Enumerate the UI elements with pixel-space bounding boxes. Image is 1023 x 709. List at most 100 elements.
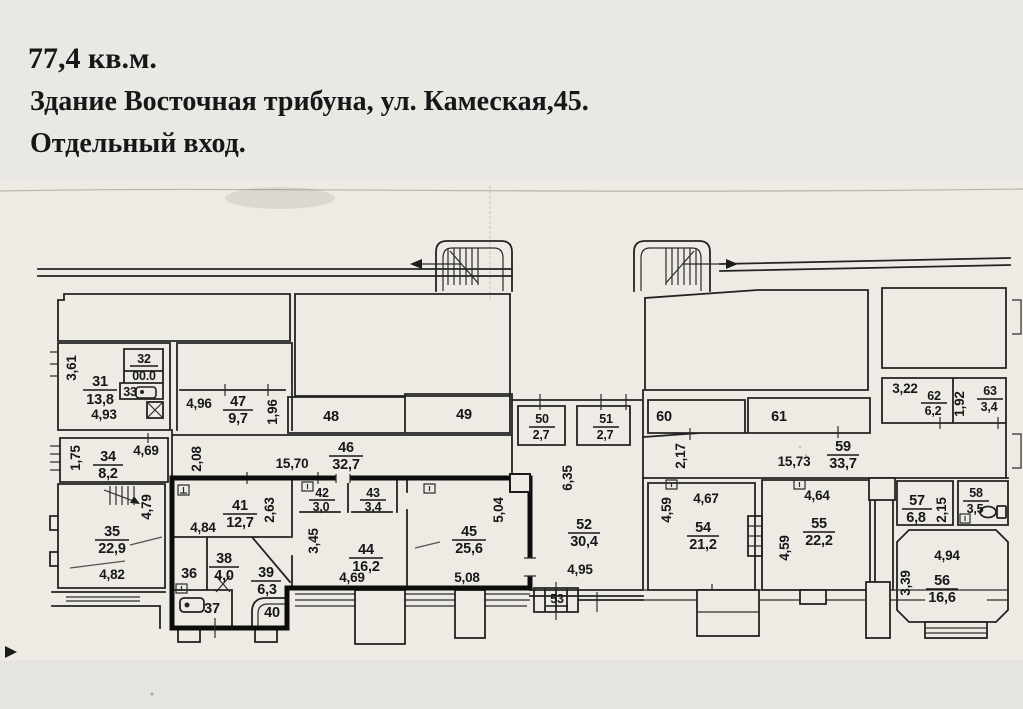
room-63-area: 3,4	[981, 400, 998, 414]
room-50-number: 50	[535, 412, 549, 426]
pilaster	[454, 589, 486, 639]
dim-46-height: 2,08	[189, 446, 204, 472]
room-38-number: 38	[216, 551, 232, 567]
room-46-area: 32,7	[332, 457, 360, 473]
dim-54-width: 4,67	[693, 491, 718, 506]
room-38-label: 384,0	[209, 551, 239, 584]
door-opening-ticks	[214, 474, 536, 638]
stairs-icon	[633, 240, 738, 292]
scan-scratch-line	[0, 188, 1023, 192]
room-59-area: 33,7	[829, 456, 857, 472]
header-entrance-note: Отдельный вход.	[30, 128, 246, 159]
room-60-number: 60	[656, 409, 672, 425]
room-54-area: 21,2	[689, 537, 717, 553]
scan-speck	[799, 446, 801, 448]
header-total-area: 77,4 кв.м.	[28, 42, 157, 75]
stairs-arrow	[726, 259, 738, 269]
room-56-number: 56	[934, 573, 950, 589]
room-62-label: 626,2	[921, 389, 947, 418]
premises-partition-details	[215, 575, 288, 628]
dim-62-height: 1,92	[952, 391, 967, 416]
dim-54-height-right: 4,59	[777, 535, 792, 560]
room-51-label: 512,7	[593, 412, 619, 442]
dim-59-width: 15,73	[778, 454, 811, 469]
dim-62-width: 3,22	[892, 381, 917, 396]
room-33-number: 33	[123, 385, 137, 399]
pilaster	[799, 589, 827, 605]
dim-41-width: 4,84	[190, 520, 216, 535]
room-59-number: 59	[835, 439, 851, 455]
dim-57-height: 2,15	[934, 497, 949, 523]
room-43-number: 43	[366, 486, 380, 500]
room-39-number: 39	[258, 565, 274, 581]
room-48-number: 48	[323, 409, 339, 425]
door-opening	[525, 558, 535, 576]
hall-ticks	[539, 394, 627, 620]
dim-52-width: 4,95	[567, 562, 593, 577]
room-52-number: 52	[576, 517, 592, 533]
dim-44-height: 3,45	[306, 528, 321, 554]
room-58-number: 58	[969, 486, 983, 500]
door-mark-icon	[175, 479, 971, 594]
room-62-area: 6,2	[925, 404, 942, 418]
room-46-number: 46	[338, 440, 354, 456]
room-45-area: 25,6	[455, 541, 483, 557]
right-block-ticks	[689, 299, 1022, 547]
room-50-label: 502,7	[529, 412, 555, 442]
dim-31-height: 3,61	[64, 355, 79, 381]
room-49-number: 49	[456, 407, 472, 423]
room-61-number: 61	[771, 409, 787, 425]
dim-35-height: 4,79	[139, 494, 154, 519]
scan-mark-triangle	[5, 646, 17, 658]
dim-55-width: 4,64	[804, 488, 830, 503]
stairs-arrow	[410, 259, 422, 269]
scan-smudge	[225, 187, 335, 209]
room-57-label: 576,8	[902, 493, 932, 526]
room-58-label: 583,5	[963, 486, 989, 516]
stairs-icon	[410, 240, 513, 292]
room-55-area: 22,2	[805, 533, 833, 549]
toilet-icon	[979, 505, 1007, 519]
room-41-number: 41	[232, 498, 248, 514]
dim-45-width: 5,08	[454, 570, 480, 585]
room-63-number: 63	[983, 384, 997, 398]
room-52-area: 30,4	[570, 534, 598, 550]
vent-shaft-icon	[747, 515, 763, 557]
room-55-number: 55	[811, 516, 827, 532]
room-39-area: 6,3	[257, 582, 277, 598]
room-51-area: 2,7	[597, 428, 614, 442]
pilaster	[868, 477, 896, 501]
dim-35-width: 4,82	[99, 567, 124, 582]
room-31-number: 31	[92, 374, 108, 390]
room-56-area: 16,6	[928, 590, 956, 606]
premises-corner-pilaster	[509, 473, 531, 493]
dim-44-width: 4,69	[339, 570, 364, 585]
bathtub-icon	[179, 597, 205, 613]
door-opening	[336, 474, 350, 483]
scan-speck	[805, 454, 807, 456]
room-35-area: 22,9	[98, 541, 126, 557]
dim-54-height-left: 4,59	[659, 497, 674, 522]
room-50-area: 2,7	[533, 428, 550, 442]
room-39-label: 396,3	[251, 565, 281, 598]
room-32-area: 00.0	[132, 369, 156, 383]
pilaster	[924, 621, 988, 639]
room-42-area: 3,0	[313, 500, 330, 514]
header-address: Здание Восточная трибуна, ул. Камеская,4…	[30, 86, 589, 117]
dim-47-height: 1,96	[265, 399, 280, 425]
room-44-number: 44	[358, 542, 374, 558]
dim-34-height: 1,75	[68, 445, 83, 471]
room-57-number: 57	[909, 493, 925, 509]
room-53-label: 53	[546, 592, 568, 607]
